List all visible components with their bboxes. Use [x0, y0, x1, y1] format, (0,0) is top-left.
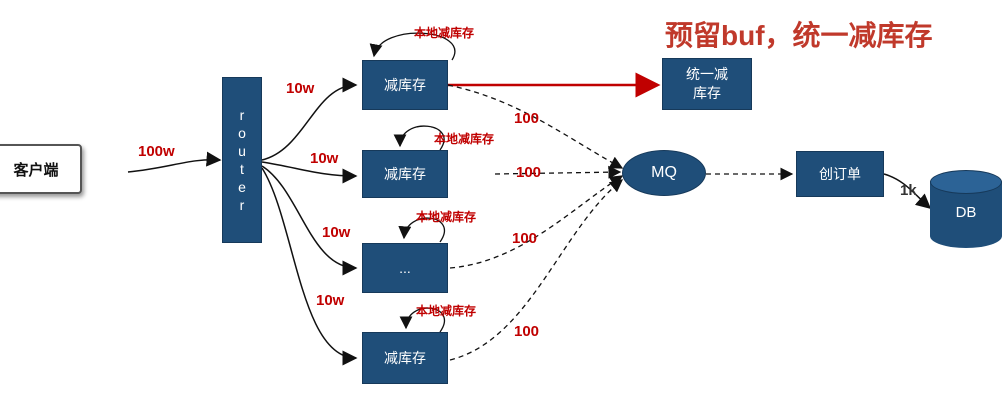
local-loop-label-2: 本地减库存 — [434, 132, 495, 146]
mq-label-4: 100 — [514, 323, 540, 340]
router-letter: t — [240, 161, 244, 177]
client-to-router-arrow — [127, 151, 222, 173]
stock-3-to-mq — [449, 175, 624, 269]
stock-node-4: 减库存 — [362, 332, 448, 384]
router-letter: e — [238, 179, 246, 195]
branch-label-3: 10w — [322, 224, 351, 241]
stock-node-1: 减库存 — [362, 60, 448, 110]
branch-label-2: 10w — [310, 150, 339, 167]
local-loop-2 — [393, 125, 445, 151]
local-loop-label-4: 本地减库存 — [416, 304, 477, 318]
stock-4-to-mq — [449, 179, 624, 361]
order-to-db — [883, 173, 932, 209]
headline: 预留buf，统一减库存 — [665, 20, 933, 51]
mq-label-2: 100 — [516, 164, 542, 181]
router-letter: u — [238, 143, 246, 159]
router-letter: r — [239, 107, 245, 123]
client-node: 客户端 — [0, 144, 82, 194]
router-to-stock-1 — [261, 77, 358, 161]
router-letter: o — [238, 125, 246, 141]
stock-1-to-mq — [447, 84, 624, 169]
router-to-stock-2 — [261, 161, 358, 184]
db-label: DB — [955, 204, 977, 221]
db-cylinder: DB — [930, 170, 1002, 248]
local-loop-1 — [369, 32, 456, 61]
mq-label-1: 100 — [514, 110, 540, 127]
branch-label-4: 10w — [316, 292, 345, 309]
local-loop-3 — [398, 217, 445, 243]
local-loop-label-1: 本地减库存 — [414, 26, 475, 40]
mq-node: MQ — [622, 150, 706, 196]
mq-label-3: 100 — [512, 230, 538, 247]
inflow-label: 100w — [138, 143, 175, 160]
create-order-node: 创订单 — [796, 151, 884, 197]
db-rate-label: 1k — [900, 182, 917, 199]
local-loop-label-3: 本地减库存 — [416, 210, 477, 224]
router-to-stock-3 — [261, 165, 358, 276]
stock-node-3: ... — [362, 243, 448, 293]
stock-2-to-mq — [494, 165, 622, 179]
local-loop-4 — [399, 307, 445, 333]
stock-node-2: 减库存 — [362, 150, 448, 198]
branch-label-1: 10w — [286, 80, 315, 97]
router-letter: r — [239, 197, 245, 213]
router-to-stock-4 — [261, 167, 358, 366]
unified-stock-node: 统一减 库存 — [662, 58, 752, 110]
